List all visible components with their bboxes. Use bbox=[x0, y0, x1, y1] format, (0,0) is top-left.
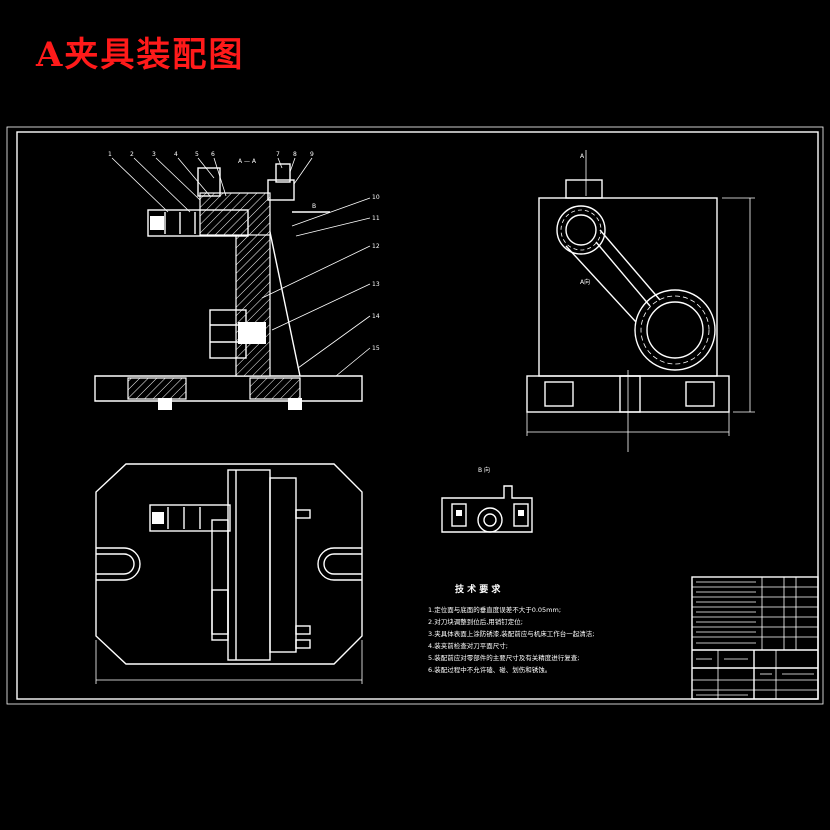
page-title: A夹具装配图 bbox=[36, 35, 245, 75]
part-number: 4 bbox=[174, 151, 178, 158]
clamp-body bbox=[235, 231, 271, 377]
part-number: 2 bbox=[130, 151, 134, 158]
tech-requirements: 技 术 要 求 1.定位面与底面的垂直度误差不大于0.05mm; 2.对刀块调整… bbox=[428, 583, 594, 674]
view-b-marker: B bbox=[312, 203, 316, 210]
section-label: A — A bbox=[238, 158, 257, 165]
part-number: 6 bbox=[211, 151, 215, 158]
tech-requirement-item: 1.定位面与底面的垂直度误差不大于0.05mm; bbox=[428, 605, 561, 614]
part-number: 13 bbox=[372, 281, 380, 288]
tech-requirement-item: 5.装配前应对零部件的主要尺寸及有关精度进行复查; bbox=[428, 653, 579, 662]
part-number: 15 bbox=[372, 345, 380, 352]
part-number: 1 bbox=[108, 151, 112, 158]
tech-requirement-item: 4.装夹前检查对刀平面尺寸; bbox=[428, 641, 508, 650]
tech-requirement-item: 2.对刀块调整到位后,用销钉定位; bbox=[428, 617, 523, 626]
tech-requirement-item: 3.夹具体表面上涂防锈漆,装配前应与机床工作台一起清洁; bbox=[428, 629, 594, 638]
view-b-detail: B 向 bbox=[441, 466, 533, 533]
part-number: 10 bbox=[372, 194, 380, 201]
part-number: 5 bbox=[195, 151, 199, 158]
svg-text:A: A bbox=[580, 153, 585, 160]
plan-base-outline bbox=[95, 463, 363, 665]
tech-requirements-heading: 技 术 要 求 bbox=[455, 583, 501, 595]
part-number: 14 bbox=[372, 313, 380, 320]
inner-frame bbox=[16, 131, 819, 700]
web-rib bbox=[269, 231, 301, 377]
side-view: A A向 bbox=[526, 150, 755, 452]
part-number: 7 bbox=[276, 151, 280, 158]
title-block bbox=[691, 576, 819, 700]
upper-bushing bbox=[556, 205, 606, 255]
part-number: 9 bbox=[310, 151, 314, 158]
part-number: 8 bbox=[293, 151, 297, 158]
section-view-a-a: A — A bbox=[94, 151, 380, 410]
clamp-screw bbox=[147, 209, 249, 237]
base-plate bbox=[94, 375, 363, 402]
lower-bushing bbox=[634, 289, 716, 371]
top-head bbox=[199, 192, 271, 236]
plan-view bbox=[95, 463, 363, 684]
tech-requirement-item: 6.装配过程中不允许磕、碰、划伤和锈蚀。 bbox=[428, 665, 551, 674]
part-number: 11 bbox=[372, 215, 380, 222]
part-number: 12 bbox=[372, 243, 380, 250]
outer-frame bbox=[6, 126, 824, 705]
part-number: 3 bbox=[152, 151, 156, 158]
side-body bbox=[538, 197, 718, 377]
plan-body bbox=[227, 469, 271, 661]
view-a-label: A向 bbox=[580, 278, 590, 286]
connecting-arm bbox=[565, 229, 661, 323]
view-b-title: B 向 bbox=[478, 466, 490, 474]
